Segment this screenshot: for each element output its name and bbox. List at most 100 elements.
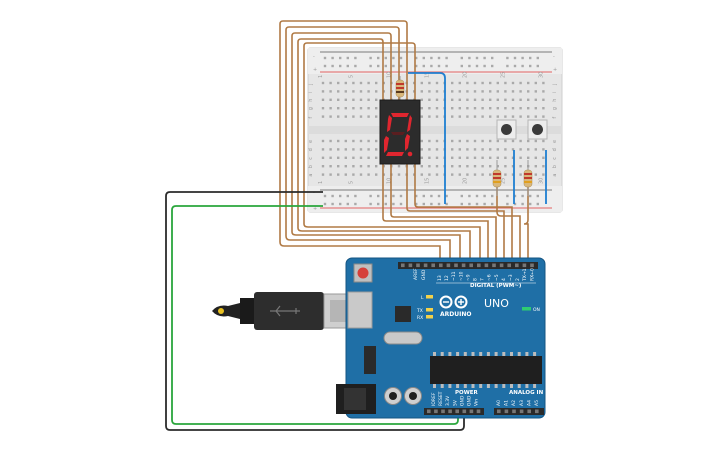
- rail-hole: [384, 64, 387, 68]
- breadboard-hole: [458, 107, 461, 110]
- breadboard-hole: [458, 98, 461, 101]
- rail-hole: [422, 194, 425, 198]
- breadboard-hole: [359, 173, 363, 176]
- breadboard-hole: [489, 81, 492, 85]
- wire-segment-dp[interactable]: [406, 164, 505, 262]
- breadboard-hole: [359, 81, 363, 85]
- rail-hole: [491, 194, 494, 198]
- breadboard-hole: [511, 148, 515, 151]
- breadboard-hole: [534, 115, 537, 118]
- breadboard-hole: [481, 156, 484, 159]
- breadboard-hole: [451, 139, 454, 143]
- column-number: 5: [348, 75, 354, 78]
- rail-hole: [339, 202, 342, 206]
- chip-leg: [517, 352, 521, 356]
- wire-segment-d[interactable]: [297, 38, 471, 262]
- breadboard-hole: [519, 107, 522, 110]
- breadboard-hole: [489, 148, 492, 151]
- segment-g-off: [391, 132, 405, 135]
- rail-hole: [483, 64, 486, 68]
- wire-segment-h[interactable]: [414, 164, 513, 262]
- header-pin: [477, 263, 481, 268]
- push-button-2[interactable]: [527, 119, 548, 140]
- segment-wires[interactable]: [279, 20, 529, 262]
- segment-e-lit: [384, 136, 389, 153]
- breadboard-hole: [321, 139, 325, 143]
- breadboard-hole: [428, 107, 431, 110]
- breadboard-hole: [359, 107, 363, 110]
- header-pin: [504, 409, 509, 414]
- wire-5v[interactable]: [171, 205, 459, 425]
- rail-hole: [521, 56, 524, 60]
- breadboard-hole: [489, 107, 492, 110]
- resistor-button-1[interactable]: [492, 160, 502, 196]
- rail-hole: [536, 194, 539, 198]
- rail-hole: [384, 56, 387, 60]
- breadboard-hole: [359, 98, 363, 101]
- breadboard-hole: [352, 156, 355, 159]
- wire-button-1[interactable]: [496, 186, 521, 262]
- header-pin: [497, 409, 501, 414]
- rail-hole: [339, 194, 342, 198]
- breadboard-hole: [420, 173, 423, 176]
- usb-icon: [270, 305, 300, 317]
- rail-hole: [483, 194, 486, 198]
- breadboard-hole: [542, 139, 545, 143]
- breadboard-hole: [375, 90, 378, 93]
- blue-wires[interactable]: [408, 72, 547, 204]
- aref-label: AREF: [413, 268, 419, 280]
- chip-leg: [494, 352, 498, 356]
- breadboard-hole: [473, 81, 477, 85]
- breadboard-hole: [481, 81, 484, 85]
- rail-hole: [399, 202, 403, 206]
- column-number: 5: [348, 181, 354, 184]
- usb-cable-end: [212, 303, 240, 319]
- reset-button[interactable]: [357, 267, 369, 279]
- rx-led: [426, 315, 433, 319]
- rail-hole: [384, 202, 387, 206]
- breadboard-hole: [489, 90, 492, 93]
- breadboard-hole: [420, 90, 423, 93]
- breadboard-hole: [466, 148, 469, 151]
- wire-segment-c[interactable]: [291, 32, 461, 262]
- rail-hole: [475, 64, 479, 68]
- rail-hole: [475, 56, 479, 60]
- breadboard-hole: [519, 156, 522, 159]
- breadboard-hole: [466, 107, 469, 110]
- digital-pin-label: ~10: [458, 271, 464, 281]
- breadboard-hole: [481, 115, 484, 118]
- seven-segment-display[interactable]: [379, 99, 421, 165]
- rail-hole: [468, 64, 471, 68]
- wire-segment-e[interactable]: [303, 42, 481, 262]
- breadboard-hole: [337, 81, 340, 85]
- chip-leg: [433, 352, 436, 356]
- wire-blue-display-common[interactable]: [408, 72, 446, 204]
- wire-segment-g[interactable]: [390, 164, 497, 262]
- chip-leg: [471, 384, 475, 388]
- breadboard-hole: [511, 90, 515, 93]
- wire-button-2[interactable]: [523, 186, 529, 262]
- push-button-1[interactable]: [496, 119, 517, 140]
- wire-segment-b[interactable]: [285, 26, 451, 262]
- breadboard-hole: [337, 139, 340, 143]
- breadboard-hole: [352, 115, 355, 118]
- breadboard-hole: [329, 148, 332, 151]
- wire-ground[interactable]: [165, 191, 465, 431]
- breadboard-hole: [542, 115, 545, 118]
- rail-hole: [422, 64, 425, 68]
- breadboard-hole: [458, 115, 461, 118]
- resistor-display[interactable]: [395, 76, 405, 100]
- wire-segment-a[interactable]: [279, 20, 441, 262]
- breadboard-hole: [527, 81, 530, 85]
- resistor-button-2[interactable]: [523, 160, 533, 196]
- chip-leg: [440, 352, 444, 356]
- wire-segment-f[interactable]: [382, 164, 489, 262]
- chip-leg: [448, 352, 452, 356]
- breadboard-hole: [511, 173, 515, 176]
- rail-hole: [384, 194, 387, 198]
- rail-hole: [475, 194, 479, 198]
- header-pin: [522, 263, 527, 268]
- chip-leg: [440, 384, 444, 388]
